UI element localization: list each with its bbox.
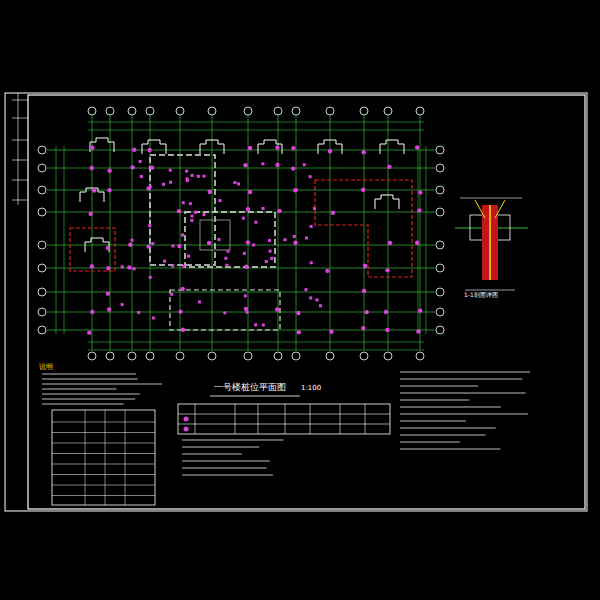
- scale-label: 1:100: [300, 385, 322, 393]
- binding-strip: [12, 93, 28, 205]
- pile-caps: [80, 138, 404, 252]
- drawing-title: 一号楼桩位平面图: [213, 383, 287, 393]
- inner-frame: [28, 95, 585, 509]
- pile-markers: [87, 145, 422, 335]
- core-walls: [150, 155, 280, 330]
- outer-frame: [5, 93, 587, 511]
- notes-heading: 说明: [38, 364, 54, 372]
- section-title: 1-1剖面详图: [463, 292, 499, 299]
- axis-grid: [38, 107, 444, 360]
- pile-table: [178, 404, 390, 434]
- highlight-outline: [70, 180, 412, 277]
- note-lines: [42, 372, 530, 475]
- section-detail: [455, 198, 528, 290]
- quantity-table: [52, 410, 155, 505]
